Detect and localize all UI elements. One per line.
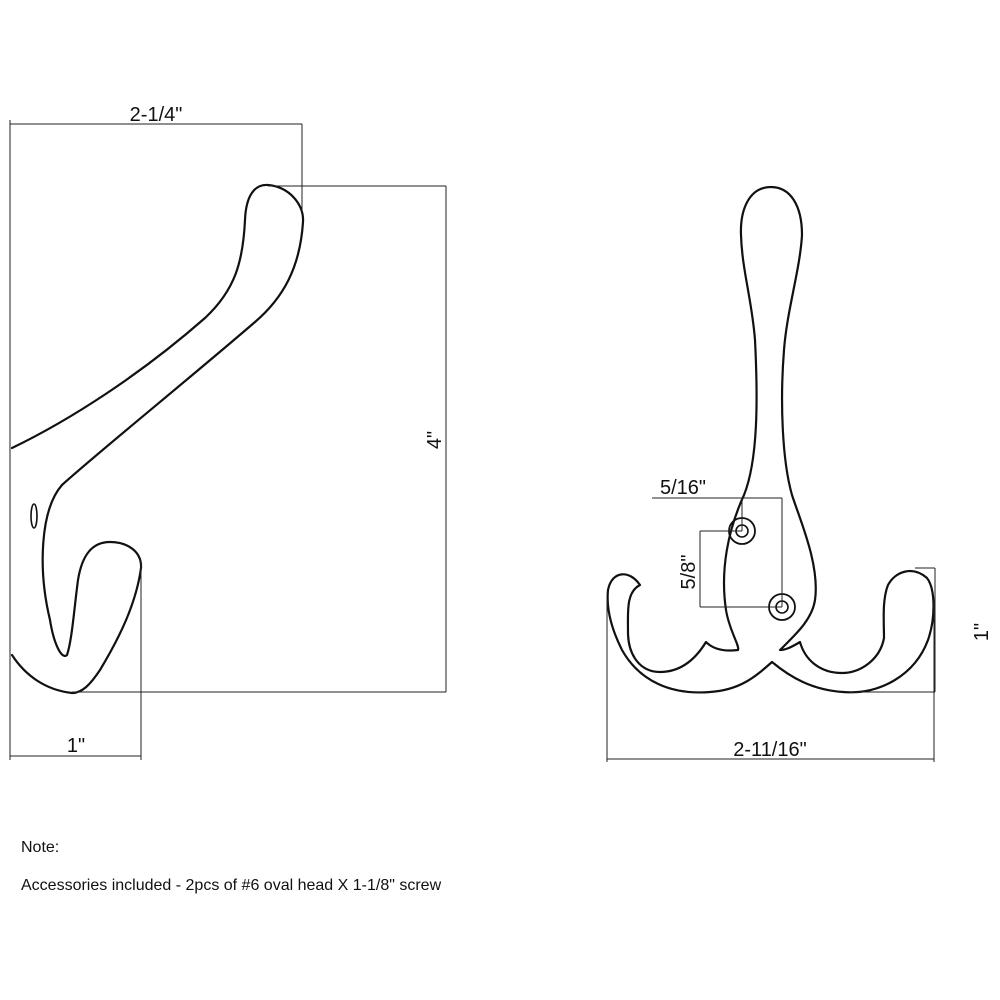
note-text: Accessories included - 2pcs of #6 oval h… <box>21 877 442 894</box>
side-view: 2-1/4" 4" 1" <box>9 104 447 760</box>
side-view-height-label: 4" <box>424 431 446 449</box>
front-view-hole-spacing-label: 5/8" <box>678 555 700 590</box>
side-view-mounting-hole <box>30 503 38 529</box>
front-view-hook-outline <box>606 185 935 694</box>
side-view-depth-label: 1" <box>67 735 85 757</box>
front-view-hole-offset-label: 5/16" <box>660 477 706 499</box>
front-view-width-label: 2-11/16" <box>733 739 806 761</box>
note-title: Note: <box>21 839 60 856</box>
front-view-hook-height-label: 1" <box>971 623 993 641</box>
side-view-hook-outline <box>10 183 305 695</box>
side-view-width-label: 2-1/4" <box>130 104 183 126</box>
front-view: 5/16" 5/8" 1" 2-11/16" <box>606 185 993 762</box>
